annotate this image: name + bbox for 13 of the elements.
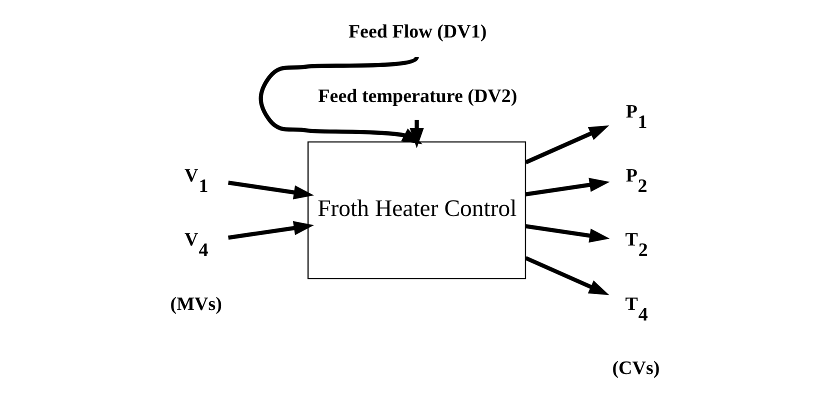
node-box: Froth Heater Control bbox=[307, 141, 526, 280]
label: (MVs) bbox=[170, 294, 222, 315]
arrow bbox=[228, 180, 314, 200]
arrow bbox=[228, 221, 314, 240]
node-text: Feed temperature (DV2) bbox=[318, 86, 518, 107]
arrow bbox=[525, 224, 610, 243]
arrow bbox=[524, 125, 610, 164]
node-text: Feed Flow (DV1) bbox=[348, 22, 487, 43]
arrow bbox=[524, 256, 610, 296]
arrow bbox=[410, 120, 424, 148]
arrow bbox=[258, 56, 422, 144]
arrow bbox=[525, 178, 610, 196]
label: (CVs) bbox=[612, 358, 660, 379]
